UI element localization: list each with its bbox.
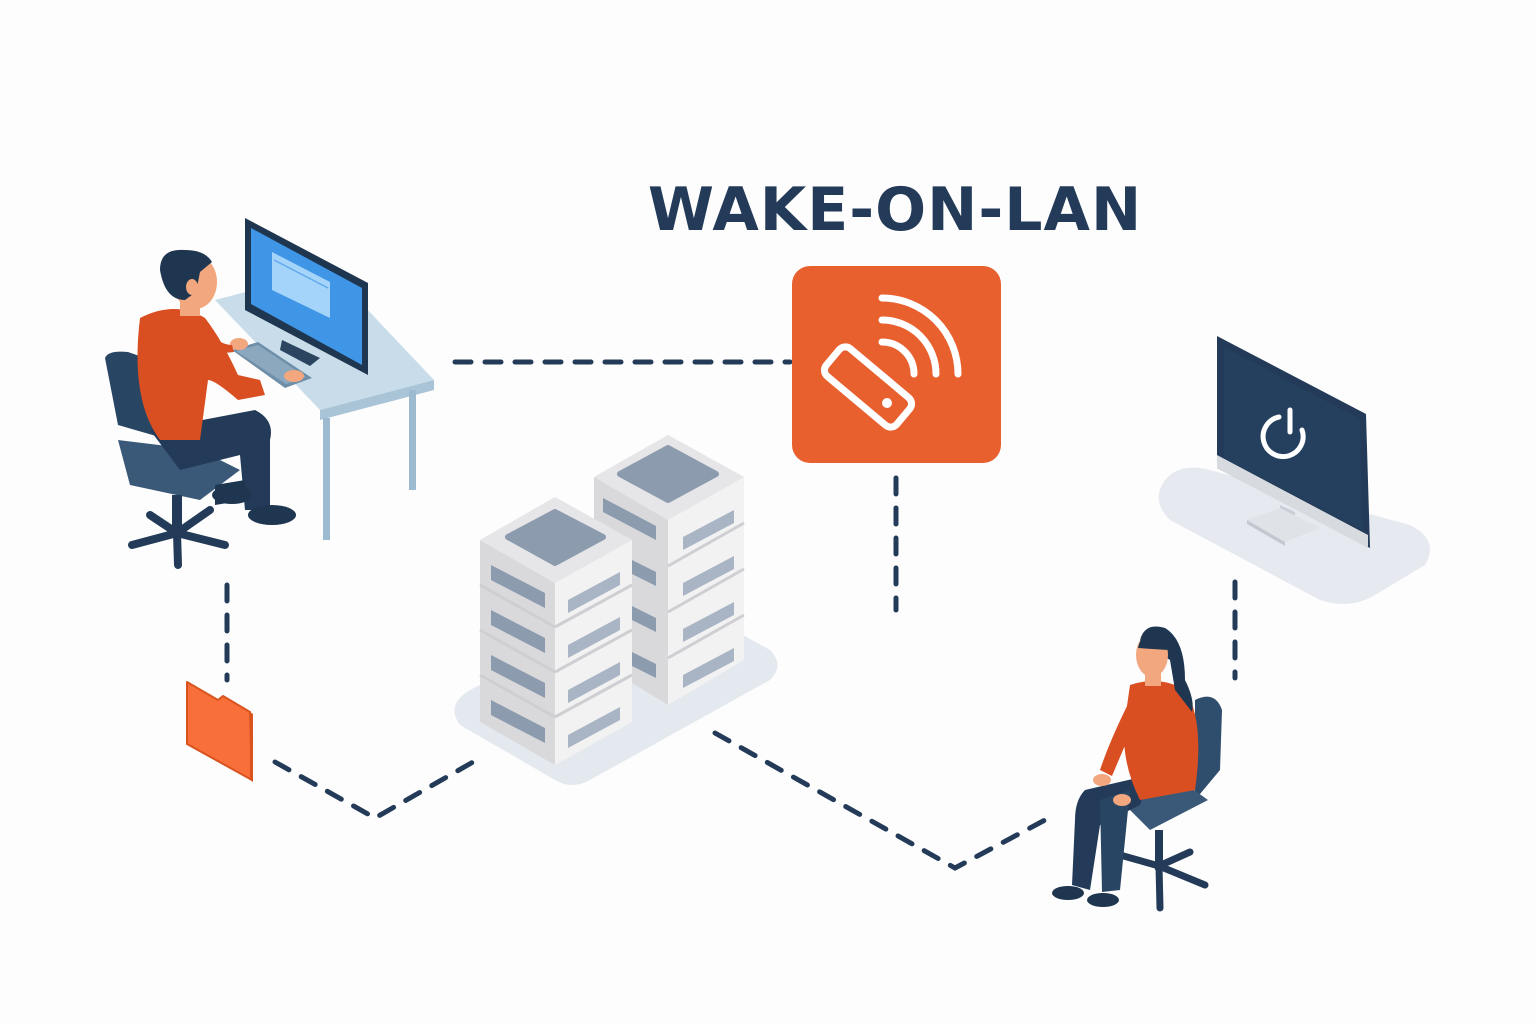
page-title: WAKE-ON-LAN [647,175,1143,245]
folder-icon [186,681,253,782]
remote-signal-icon [792,266,1001,463]
person-icon [1052,626,1222,912]
line-folder-to-server [272,755,483,821]
target-computer [1158,336,1430,604]
line-server-to-user [712,730,1048,871]
connection-lines [224,359,1238,871]
workstation-icon [105,218,434,569]
server-icon [454,435,778,785]
power-icon [1260,407,1306,460]
